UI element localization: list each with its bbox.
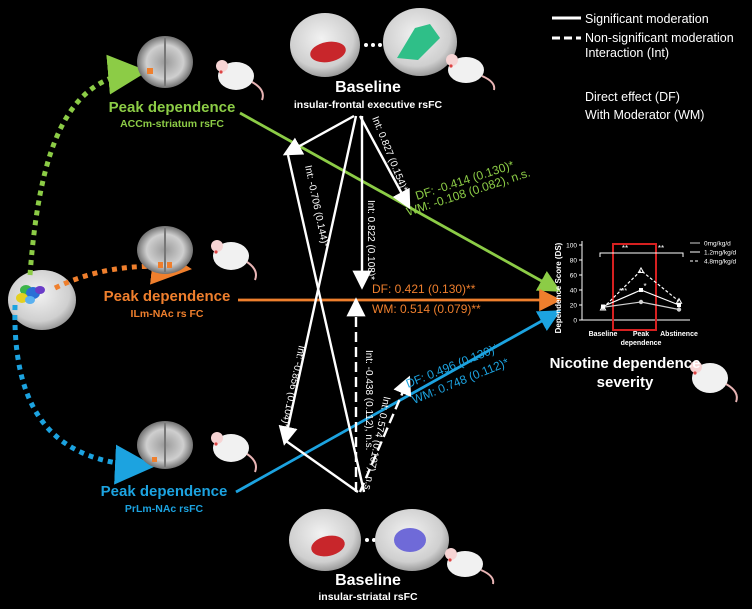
legend-with-moderator-label: With Moderator (WM) <box>585 108 704 122</box>
green-direct-path <box>239 111 561 292</box>
chart-ytick-label: 100 <box>566 243 577 250</box>
int-top-to-green <box>358 115 411 210</box>
int-bottom-orange-label: Int: -0.438 (0.112), n.s. <box>363 350 374 450</box>
legend-direct-effect-label: Direct effect (DF) <box>585 90 680 104</box>
source-brain-3d <box>8 270 76 330</box>
outcome-title-line2: severity <box>597 374 654 391</box>
bottom-baseline-title: Baseline <box>335 572 401 589</box>
rat-icon-orange <box>211 240 257 281</box>
blue-dotted-curve <box>12 304 155 485</box>
legend-non-significant-label: Non-significant moderation <box>585 31 734 45</box>
int-top-back <box>282 114 355 156</box>
top-baseline-subtitle: insular-frontal executive rsFC <box>294 99 443 111</box>
outcome-title-line1: Nicotine dependence <box>550 355 701 372</box>
chart-point <box>599 304 607 311</box>
chart-sig-right: ** <box>658 244 664 253</box>
int-bottom-cross <box>285 440 359 493</box>
chart-sig-star: * <box>643 282 646 291</box>
int-bottom-to-blue <box>358 375 412 493</box>
chart-point <box>638 299 644 305</box>
blue-brain-slice <box>137 421 193 469</box>
rat-icon-blue <box>211 432 257 473</box>
rat-icon-bottom-baseline <box>445 548 495 585</box>
blue-node-subtitle: PrLm-NAc rsFC <box>125 503 204 515</box>
int-top-green-label: Int: 0.827 (0.154)* <box>369 115 409 193</box>
chart-point <box>675 297 683 304</box>
top-baseline-brains <box>290 8 457 77</box>
chart-legend-label: 1.2mg/kg/d <box>704 250 737 257</box>
blue-direct-path <box>235 310 561 494</box>
int-top-to-blue <box>278 115 358 446</box>
int-bottom-blue-label: Int: -0.856 (0.104)** <box>278 344 307 432</box>
chart-sig-inner: *** <box>619 288 627 295</box>
top-baseline-title: Baseline <box>335 79 401 96</box>
chart-sig-bracket <box>599 252 684 257</box>
legend-interaction-label: Interaction (Int) <box>585 46 669 60</box>
blue-node-title: Peak dependence <box>101 483 228 500</box>
chart-legend-label: 0mg/kg/d <box>704 241 731 248</box>
chart-sig-left: ** <box>622 244 628 253</box>
rat-icon-outcome <box>690 361 738 403</box>
orange-wm-label: WM: 0.514 (0.079)** <box>372 302 481 316</box>
chart-ylabel: Dependence Score (DS) <box>554 242 563 333</box>
chart-point <box>639 288 643 292</box>
int-top-orange-label: Int: 0.822 (0.108)* <box>365 200 376 280</box>
green-brain-slice <box>137 36 193 88</box>
chart-point <box>677 303 681 307</box>
orange-node-title: Peak dependence <box>104 288 231 305</box>
chart-xtick-label: dependence <box>621 340 662 347</box>
chart-ytick-label: 60 <box>570 273 578 280</box>
chart-point <box>601 304 605 309</box>
dependence-chart: Dependence Score (DS) 0 20 40 60 80 100 Basel… <box>554 241 737 348</box>
rat-icon-top-baseline <box>446 54 496 91</box>
chart-ytick-label: 20 <box>570 303 578 310</box>
chart-xtick-label: Baseline <box>589 331 618 338</box>
orange-node-subtitle: ILm-NAc rs FC <box>131 308 204 320</box>
orange-brain-slice <box>137 226 193 274</box>
chart-ytick-label: 40 <box>570 288 578 295</box>
orange-df-label: DF: 0.421 (0.130)** <box>372 282 476 296</box>
green-node-title: Peak dependence <box>109 99 236 116</box>
chart-series-line <box>602 269 680 309</box>
bottom-baseline-brains <box>289 509 449 571</box>
chart-point <box>676 307 682 312</box>
legend-significant-label: Significant moderation <box>585 12 709 26</box>
chart-xtick-label: Abstinence <box>660 331 698 338</box>
peak-highlight-box <box>612 243 657 331</box>
green-dotted-curve <box>27 54 148 276</box>
chart-ytick-label: 0 <box>573 318 577 325</box>
chart-xtick-label: Peak <box>633 331 649 338</box>
rat-icon-green <box>216 60 264 101</box>
chart-point <box>637 266 645 273</box>
int-bottom-to-green <box>286 154 366 493</box>
green-node-subtitle: ACCm-striatum rsFC <box>120 118 224 130</box>
chart-ytick-label: 80 <box>570 258 578 265</box>
chart-legend-label: 4.8mg/kg/d <box>704 259 737 266</box>
legend: Significant moderation Non-significant m… <box>552 12 734 122</box>
bottom-baseline-subtitle: insular-striatal rsFC <box>318 591 418 603</box>
